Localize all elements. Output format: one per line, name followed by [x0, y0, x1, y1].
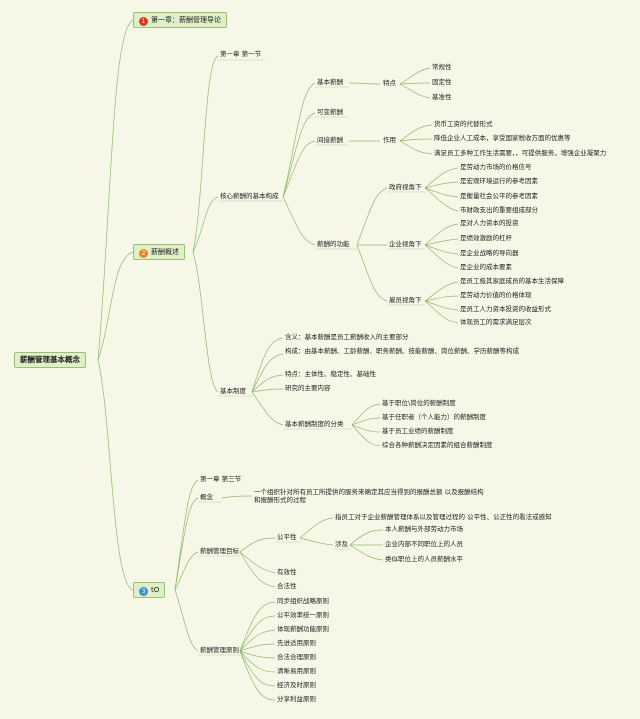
basic-system-node[interactable]: 基本制度: [220, 387, 246, 395]
trait-item[interactable]: 固定性: [432, 78, 452, 86]
traits-node[interactable]: 特点: [383, 79, 396, 87]
branch-1-label: 第一章：薪酬管理导论: [151, 16, 221, 24]
gov-item[interactable]: 是宏观环境运行的参考因素: [460, 177, 538, 185]
principle-item[interactable]: 经济及时原则: [277, 681, 316, 689]
involves-node[interactable]: 涉及: [335, 540, 348, 548]
emp-view-node[interactable]: 雇员视角下: [389, 296, 422, 304]
principle-item[interactable]: 同步组织战略原则: [277, 597, 329, 605]
section-1-1[interactable]: 第一章 第一节: [220, 50, 262, 58]
principle-item[interactable]: 先进适用原则: [277, 639, 316, 647]
class-item[interactable]: 基于任职者（个人能力）的薪酬制度: [382, 413, 486, 421]
trait-item[interactable]: 基准性: [432, 93, 452, 101]
root-node[interactable]: 薪酬管理基本概念: [14, 352, 86, 368]
principle-item[interactable]: 公平效率统一原则: [277, 611, 329, 619]
gov-item[interactable]: 是劳动力市场的价格信号: [460, 163, 532, 171]
emp-item[interactable]: 是员工人力资本投资的收益形式: [460, 305, 551, 313]
ent-view-node[interactable]: 企业视角下: [389, 240, 422, 248]
class-item[interactable]: 综合各种薪酬决定因素的组合薪酬制度: [382, 441, 493, 449]
features-item[interactable]: 特点：主体性、稳定性、基础性: [285, 370, 376, 378]
class-item[interactable]: 基于职位\岗位的薪酬制度: [382, 399, 456, 407]
gov-item[interactable]: 是衡量社会公平的参考因素: [460, 192, 538, 200]
principles-node[interactable]: 薪酬管理原则: [200, 646, 239, 654]
class-item[interactable]: 基于员工业绩的薪酬制度: [382, 427, 454, 435]
number-3-badge-icon: 3: [139, 587, 148, 596]
number-2-badge-icon: 2: [139, 249, 148, 258]
validity-item[interactable]: 有效性: [277, 568, 297, 576]
core-pay-node[interactable]: 核心薪酬的基本构成: [220, 192, 279, 200]
ent-item[interactable]: 是对人力资本的投资: [460, 219, 519, 227]
basic-pay-node[interactable]: 基本薪酬: [317, 78, 343, 86]
involves-item[interactable]: 企业内部不同职位上的人员: [385, 540, 463, 548]
fairness-definition[interactable]: 指员工对于企业薪酬管理体系以及管理过程的 公平性、公正性的看法或感知: [335, 513, 552, 521]
involves-item[interactable]: 本人薪酬与外部劳动力市场: [385, 525, 463, 533]
ent-item[interactable]: 是企业的成本要素: [460, 263, 512, 271]
role-item[interactable]: 货币工资的代替形式: [434, 120, 493, 128]
emp-item[interactable]: 是员工极其家庭成员的基本生活保障: [460, 277, 564, 285]
role-node[interactable]: 作用: [383, 136, 396, 144]
ent-item[interactable]: 是绩效激励的杠杆: [460, 234, 512, 242]
gov-view-node[interactable]: 政府视角下: [389, 183, 422, 191]
principle-item[interactable]: 合法合理原则: [277, 653, 316, 661]
role-item[interactable]: 满足员工多种工作生活需要，，可提供服务，增强企业凝聚力: [434, 149, 607, 157]
concept-node[interactable]: 概念: [200, 493, 213, 501]
pay-function-node[interactable]: 薪酬的功能: [317, 240, 350, 248]
principle-item[interactable]: 分享利益原则: [277, 695, 316, 703]
concept-text[interactable]: 一个组织针对所有员工所提供的服务来确定其应当得到的报酬总额 以及报酬结构和报酬形…: [254, 488, 484, 504]
section-1-3[interactable]: 第一章 第三节: [200, 475, 242, 483]
variable-pay-node[interactable]: 可变薪酬: [317, 108, 343, 116]
involves-item[interactable]: 类似职位上的人员薪酬水平: [385, 555, 463, 563]
composition-item[interactable]: 构成：由基本薪酬、工龄薪酬、职务薪酬、技能薪酬、岗位薪酬、学历薪酬等构成: [285, 347, 519, 355]
principle-item[interactable]: 体现薪酬功能原则: [277, 625, 329, 633]
ent-item[interactable]: 是企业战略的导向器: [460, 249, 519, 257]
trait-item[interactable]: 常规性: [432, 63, 452, 71]
research-item[interactable]: 研究的主要内容: [285, 384, 331, 392]
emp-item[interactable]: 体现员工的需求满足层次: [460, 318, 532, 326]
branch-3-label: tO: [151, 586, 160, 594]
classification-node[interactable]: 基本薪酬制度的分类: [285, 420, 344, 428]
principle-item[interactable]: 清晰易用原则: [277, 667, 316, 675]
legality-item[interactable]: 合法性: [277, 582, 297, 590]
number-1-badge-icon: 1: [139, 17, 148, 26]
definition-item[interactable]: 含义：基本薪酬是员工薪酬收入的主要部分: [285, 333, 409, 341]
indirect-pay-node[interactable]: 间接薪酬: [317, 136, 343, 144]
role-item[interactable]: 降低企业人工成本，享受国家税收方面的优惠等: [434, 134, 571, 142]
root-label: 薪酬管理基本概念: [20, 355, 80, 364]
goals-node[interactable]: 薪酬管理目标: [200, 547, 239, 555]
branch-2-label: 薪酬概述: [151, 248, 179, 256]
emp-item[interactable]: 是劳动力价值的价格体现: [460, 291, 532, 299]
gov-item[interactable]: 市财政支出的重要组成部分: [460, 206, 538, 214]
fairness-node[interactable]: 公平性: [277, 533, 297, 541]
